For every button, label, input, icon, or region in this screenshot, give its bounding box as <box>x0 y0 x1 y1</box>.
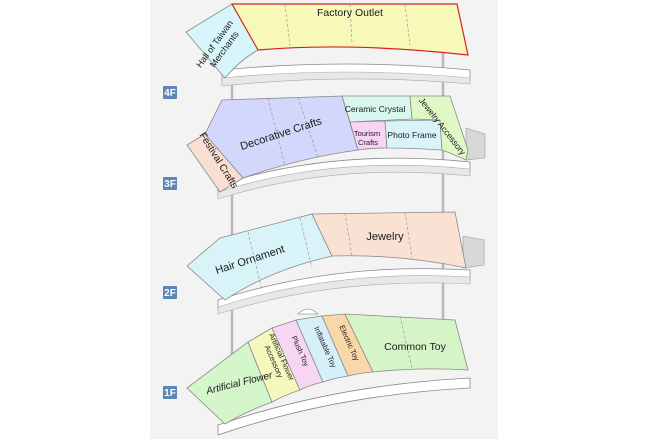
label-photo-frame: Photo Frame <box>387 130 436 140</box>
floor-2f-rail-shadow <box>217 275 471 315</box>
divider <box>297 96 319 159</box>
label-common-toy: Common Toy <box>384 341 446 353</box>
floor-3f: Festival Crafts Decorative Crafts Cerami… <box>186 95 486 200</box>
divider <box>349 3 353 44</box>
divider <box>399 315 413 369</box>
floor-label-2f: 2F <box>163 286 177 299</box>
shop-factory-outlet[interactable] <box>230 3 469 56</box>
floor-label-4f: 4F <box>163 86 177 99</box>
label-jewelry: Jewelry <box>366 231 404 243</box>
label-factory-outlet: Factory Outlet <box>317 7 383 19</box>
divider <box>404 3 411 46</box>
floor-label-3f: 3F <box>163 177 177 190</box>
divider <box>404 211 413 259</box>
divider <box>299 217 313 269</box>
floor-3f-rail-shadow <box>217 164 471 200</box>
svg-text:3F: 3F <box>164 179 176 190</box>
floor-4f: Hall of Taiwan Merchants Factory Outlet <box>185 3 471 87</box>
floor-1f: Artificial Flower Artificial Flower Acce… <box>186 308 471 436</box>
shop-jewelry-accessory[interactable] <box>409 95 469 161</box>
svg-text:4F: 4F <box>164 88 176 99</box>
svg-text:1F: 1F <box>164 388 176 399</box>
floor-1f-rail <box>217 377 471 436</box>
floor-label-1f: 1F <box>163 386 177 399</box>
divider <box>344 212 353 257</box>
label-ceramic-crystal: Ceramic Crystal <box>345 104 406 114</box>
shop-jewelry[interactable] <box>311 211 467 269</box>
floor-2f: Hair Ornament Jewelry <box>186 211 485 315</box>
entrance-canopy <box>297 308 319 315</box>
divider <box>284 3 291 47</box>
svg-text:2F: 2F <box>164 288 176 299</box>
label-tourism-crafts: Tourism Crafts <box>354 129 382 147</box>
floor-2f-side <box>462 235 485 269</box>
floor-3f-side <box>465 127 486 161</box>
floor-4f-rail-shadow <box>221 71 471 87</box>
divider <box>267 97 286 167</box>
